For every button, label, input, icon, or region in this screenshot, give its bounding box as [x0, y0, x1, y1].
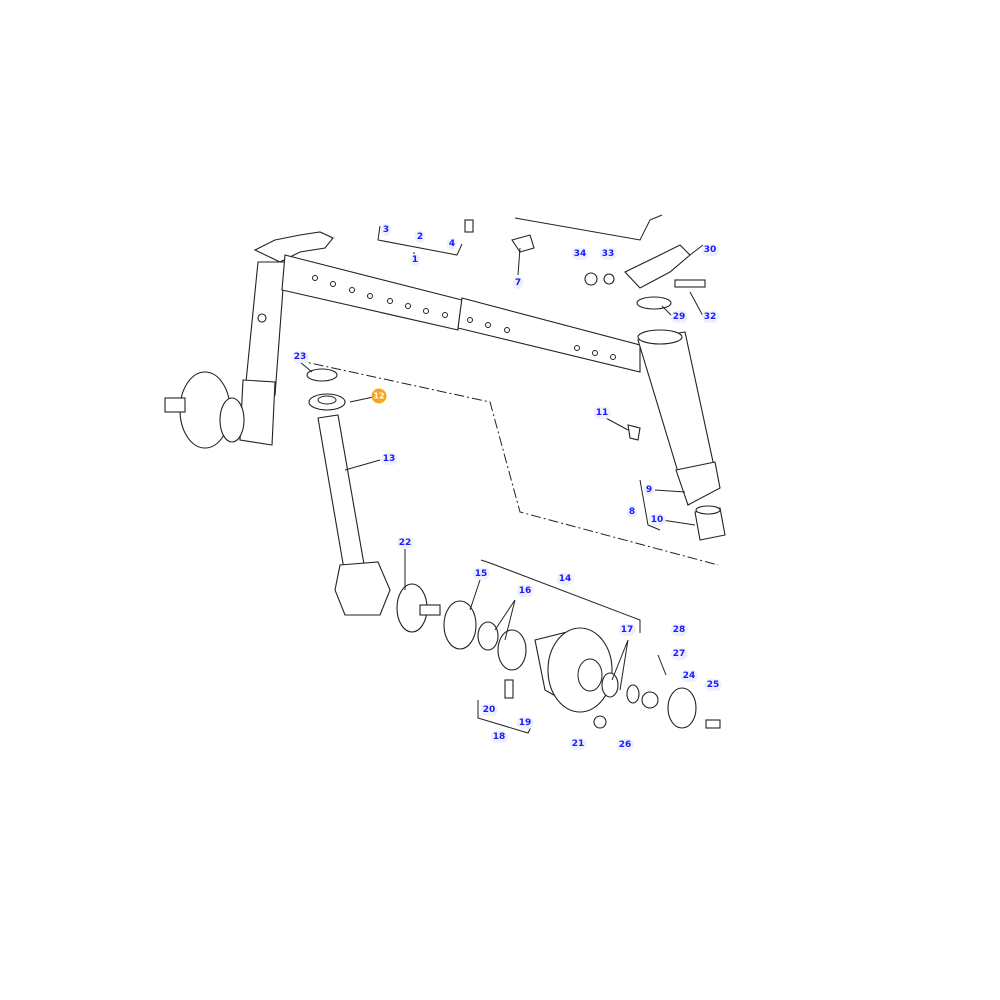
- left-axle-housing: [164, 231, 334, 449]
- callout-10[interactable]: 10: [648, 514, 666, 526]
- callout-28[interactable]: 28: [670, 624, 688, 636]
- callout-23[interactable]: 23: [291, 351, 309, 363]
- callout-21[interactable]: 21: [569, 738, 587, 750]
- callout-8[interactable]: 8: [626, 506, 638, 518]
- callout-18[interactable]: 18: [490, 731, 508, 743]
- callout-9[interactable]: 9: [643, 484, 655, 496]
- callout-15[interactable]: 15: [472, 568, 490, 580]
- callout-7[interactable]: 7: [512, 277, 524, 289]
- callout-34[interactable]: 34: [571, 248, 589, 260]
- callout-12-selected[interactable]: 12: [371, 388, 387, 404]
- callout-29[interactable]: 29: [670, 311, 688, 323]
- callout-14[interactable]: 14: [556, 573, 574, 585]
- callout-30[interactable]: 30: [701, 244, 719, 256]
- callout-16[interactable]: 16: [516, 585, 534, 597]
- callout-22[interactable]: 22: [396, 537, 414, 549]
- callout-20[interactable]: 20: [480, 704, 498, 716]
- callout-19[interactable]: 19: [516, 717, 534, 729]
- callout-3[interactable]: 3: [380, 224, 392, 236]
- callout-32[interactable]: 32: [701, 311, 719, 323]
- callout-1[interactable]: 1: [409, 254, 421, 266]
- callout-11[interactable]: 11: [593, 407, 611, 419]
- callout-13[interactable]: 13: [380, 453, 398, 465]
- callout-26[interactable]: 26: [616, 739, 634, 751]
- callout-24[interactable]: 24: [680, 670, 698, 682]
- callout-27[interactable]: 27: [670, 648, 688, 660]
- right-axle-tube: [637, 329, 726, 541]
- axle-beam: [281, 254, 641, 373]
- callout-4[interactable]: 4: [446, 238, 458, 250]
- callout-33[interactable]: 33: [599, 248, 617, 260]
- callout-2[interactable]: 2: [414, 231, 426, 243]
- callout-17[interactable]: 17: [618, 624, 636, 636]
- callout-25[interactable]: 25: [704, 679, 722, 691]
